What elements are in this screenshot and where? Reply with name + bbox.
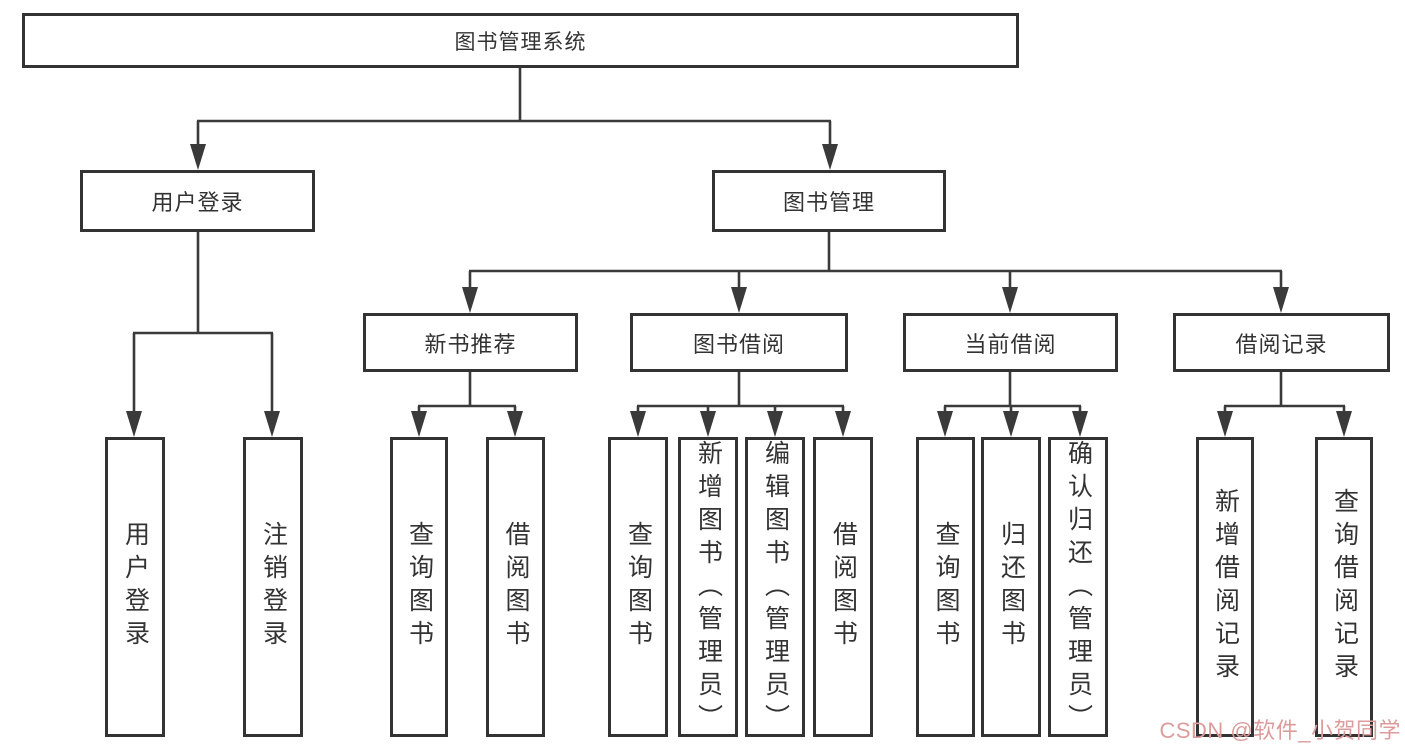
arrowhead	[1002, 287, 1018, 313]
leaf-logout: 注销登录	[243, 437, 303, 737]
arrowhead	[700, 411, 716, 437]
arrowhead	[835, 411, 851, 437]
node-borrow-record: 借阅记录	[1173, 313, 1390, 372]
arrowhead	[767, 411, 783, 437]
leaf-borrow-book: 借阅图书	[813, 437, 873, 737]
node-book-borrow: 图书借阅	[630, 313, 848, 372]
arrowhead	[1003, 411, 1019, 437]
arrowhead	[731, 287, 747, 313]
node-current-borrow: 当前借阅	[903, 313, 1118, 372]
leaf-add-borrow-record: 新增借阅记录	[1196, 437, 1254, 737]
connector-user-login-branch	[132, 232, 274, 414]
leaf-confirm-return-admin: 确认归还（管理员）	[1048, 437, 1108, 737]
node-book-management: 图书管理	[712, 170, 946, 232]
connector-root-branch	[196, 68, 832, 150]
arrowhead	[1336, 411, 1352, 437]
leaf-add-book-admin: 新增图书（管理员）	[678, 437, 738, 737]
leaf-query-book-borrow: 查询图书	[608, 437, 668, 737]
arrowhead	[937, 411, 953, 437]
arrowhead	[411, 411, 427, 437]
leaf-borrow-book-recommend: 借阅图书	[486, 437, 545, 737]
arrowhead	[630, 411, 646, 437]
node-user-login: 用户登录	[80, 170, 315, 232]
leaf-return-book: 归还图书	[981, 437, 1041, 737]
node-root-library-system: 图书管理系统	[22, 13, 1019, 68]
arrowhead	[462, 287, 478, 313]
leaf-query-book-recommend: 查询图书	[390, 437, 448, 737]
arrowhead	[190, 144, 206, 170]
leaf-user-login: 用户登录	[105, 437, 165, 737]
csdn-watermark: CSDN @软件_小贺同学	[1159, 718, 1401, 743]
connector-book-management-branch	[468, 232, 1283, 293]
leaf-query-book-current: 查询图书	[916, 437, 975, 737]
arrowhead	[264, 411, 280, 437]
arrowhead	[1217, 411, 1233, 437]
arrowhead	[126, 411, 142, 437]
connector-current-borrow-branch	[943, 372, 1082, 415]
connector-new-book-recommend-branch	[417, 372, 517, 415]
connector-book-borrow-branch	[636, 372, 845, 415]
arrowhead	[822, 144, 838, 170]
arrowhead	[1072, 411, 1088, 437]
leaf-edit-book-admin: 编辑图书（管理员）	[745, 437, 805, 737]
arrowhead	[507, 411, 523, 437]
node-new-book-recommend: 新书推荐	[363, 313, 578, 372]
connector-borrow-record-branch	[1223, 372, 1346, 415]
leaf-query-borrow-record: 查询借阅记录	[1315, 437, 1373, 737]
arrowhead	[1273, 287, 1289, 313]
